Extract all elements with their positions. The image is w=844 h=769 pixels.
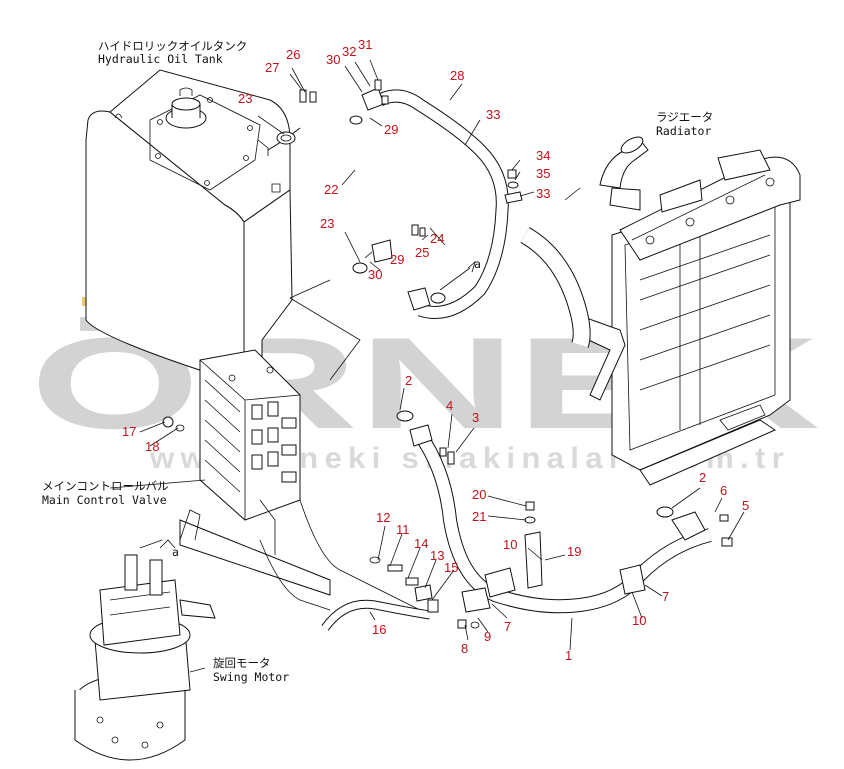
part-number: 3 bbox=[472, 410, 479, 425]
part-number: 20 bbox=[472, 487, 486, 502]
part-number: 11 bbox=[396, 522, 410, 537]
swing-motor-label-en: Swing Motor bbox=[213, 670, 289, 684]
part-number: 31 bbox=[358, 37, 372, 52]
radiator bbox=[577, 136, 801, 486]
part-number: 15 bbox=[444, 560, 458, 575]
part-number-callouts: 26 27 30 32 31 28 23 29 33 22 34 35 33 2… bbox=[122, 37, 749, 663]
part-number: 2 bbox=[405, 373, 412, 388]
part-number: 27 bbox=[265, 60, 279, 75]
part-number: 10 bbox=[503, 537, 517, 552]
swing-motor bbox=[74, 539, 216, 761]
part-number: 2 bbox=[699, 470, 706, 485]
part-number: 26 bbox=[286, 47, 300, 62]
radiator-label-en: Radiator bbox=[656, 124, 711, 138]
part-number: 9 bbox=[484, 629, 491, 644]
main-control-valve-label-jp: メインコントロールバル bbox=[42, 479, 169, 493]
swing-motor-label-jp: 旋回モータ bbox=[213, 656, 271, 670]
part-number: 10 bbox=[632, 613, 646, 628]
part-number: 33 bbox=[536, 186, 550, 201]
component-labels: ハイドロリックオイルタンク Hydraulic Oil Tank ラジエータ R… bbox=[42, 39, 713, 684]
part-number: 28 bbox=[450, 68, 464, 83]
part-number: 8 bbox=[461, 641, 468, 656]
part-number: 5 bbox=[742, 498, 749, 513]
connection-mark-a-lower: a bbox=[172, 545, 179, 559]
part-number: 24 bbox=[430, 231, 444, 246]
part-number: 6 bbox=[720, 483, 727, 498]
hydraulic-oil-tank-label-jp: ハイドロリックオイルタンク bbox=[98, 39, 247, 53]
part-number: 35 bbox=[536, 166, 550, 181]
part-number: 30 bbox=[326, 52, 340, 67]
part-number: 1 bbox=[565, 648, 572, 663]
part-number: 33 bbox=[486, 107, 500, 122]
hydraulic-oil-tank-label-en: Hydraulic Oil Tank bbox=[98, 52, 223, 66]
part-number: 16 bbox=[372, 622, 386, 637]
part-number: 21 bbox=[472, 509, 486, 524]
part-number: 7 bbox=[504, 619, 511, 634]
part-number: 17 bbox=[122, 424, 136, 439]
part-number: 14 bbox=[414, 536, 428, 551]
fittings bbox=[162, 79, 733, 629]
part-number: 13 bbox=[430, 548, 444, 563]
part-number: 25 bbox=[415, 245, 429, 260]
hydraulic-oil-tank bbox=[85, 69, 293, 391]
main-control-valve bbox=[179, 349, 421, 611]
part-number: 18 bbox=[145, 439, 159, 454]
part-number: 23 bbox=[238, 91, 252, 106]
part-number: 32 bbox=[342, 44, 356, 59]
part-number: 4 bbox=[446, 398, 453, 413]
part-number: 29 bbox=[390, 252, 404, 267]
part-number: 12 bbox=[376, 510, 390, 525]
leader-lines bbox=[109, 59, 745, 673]
part-number: 30 bbox=[368, 267, 382, 282]
part-number: 29 bbox=[384, 122, 398, 137]
main-control-valve-label-en: Main Control Valve bbox=[42, 493, 167, 507]
radiator-label-jp: ラジエータ bbox=[656, 110, 713, 124]
part-number: 19 bbox=[567, 544, 581, 559]
part-number: 7 bbox=[662, 589, 669, 604]
part-number: 23 bbox=[320, 216, 334, 231]
part-number: 34 bbox=[536, 148, 550, 163]
connection-mark-a-upper: a bbox=[474, 257, 481, 271]
part-number: 22 bbox=[324, 182, 338, 197]
